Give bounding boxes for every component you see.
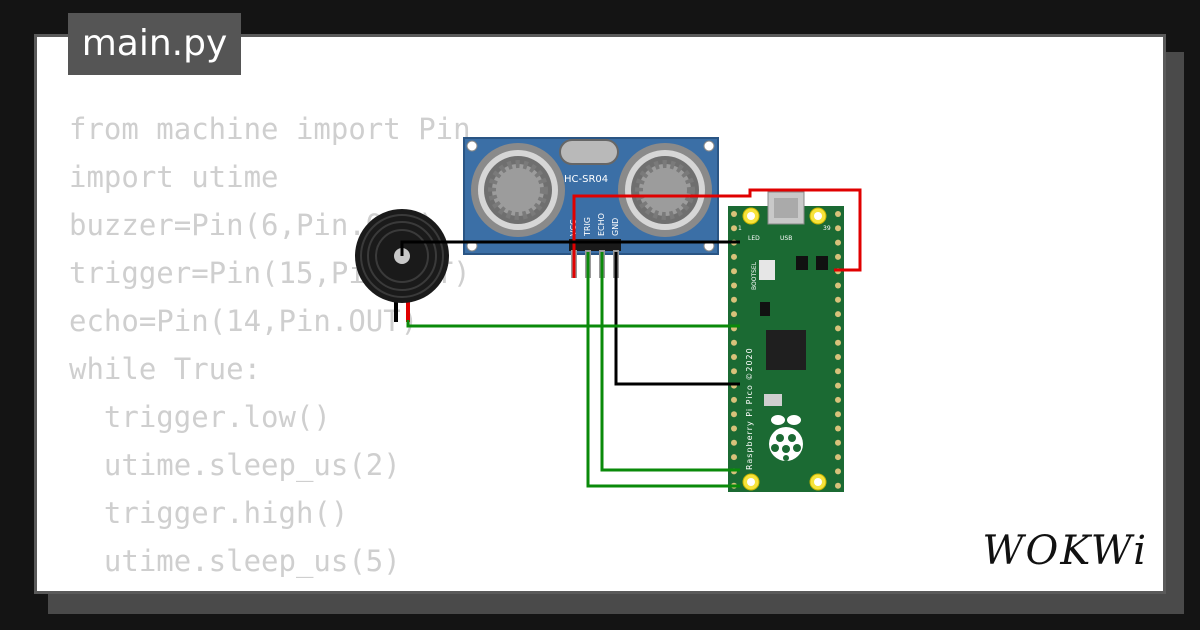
pico-pin-1-label: 1 [738, 225, 742, 232]
pico-pin [835, 439, 841, 446]
pico-pin [835, 311, 841, 318]
wire-echo-signal [600, 252, 740, 472]
sensor-transducer-right [618, 143, 712, 237]
code-line: trigger.low() [69, 400, 331, 434]
pico-pin [731, 211, 737, 217]
pico-pin [835, 382, 841, 389]
pico-pin [731, 339, 737, 346]
pico-pin [731, 454, 737, 461]
file-tab[interactable]: main.py [68, 13, 241, 75]
pico-pin [731, 225, 737, 232]
wire-trig-signal [586, 252, 740, 488]
wire-ground-buzzer [400, 240, 740, 256]
pico-pin [835, 354, 841, 360]
wire-power [572, 188, 862, 278]
pico-bootsel-label: BOOTSEL [751, 261, 758, 290]
pico-pin [731, 253, 737, 260]
raspberry-pi-pico[interactable]: LED USB 1 39 BOOTSEL Raspberry Pi Pico ©… [728, 191, 844, 492]
pico-pin [835, 225, 841, 232]
pico-pin [731, 411, 737, 418]
wire-ground-sensor [614, 252, 740, 386]
buzzer[interactable] [355, 209, 449, 322]
pico-pin [731, 439, 737, 446]
code-line: while True: [69, 352, 262, 386]
pico-pin [731, 311, 737, 318]
sensor-pin-gnd: GND [611, 218, 620, 236]
code-line: from machine import Pin [69, 112, 471, 146]
code-line: utime.sleep_us(2) [69, 448, 401, 482]
pico-pin [835, 425, 841, 432]
wires [400, 188, 862, 488]
pico-pin [731, 282, 737, 289]
pico-pin [835, 253, 841, 260]
sensor-pin-echo: ECHO [597, 213, 606, 236]
pico-pin-39-label: 39 [823, 225, 831, 232]
sensor-model-label: HC-SR04 [564, 174, 608, 185]
pico-pin [835, 368, 841, 375]
pico-pin [731, 296, 737, 303]
pico-usb-label: USB [780, 235, 792, 242]
pico-pin [835, 296, 841, 303]
pico-pin [835, 339, 841, 346]
pico-pin [835, 454, 841, 461]
ultrasonic-sensor[interactable]: HC-SR04 VCC TRIG ECHO GND [463, 137, 719, 278]
pico-pin [731, 396, 737, 403]
pico-pin [835, 211, 841, 217]
code-line: utime.sleep_us(5) [69, 544, 401, 578]
pico-led-label: LED [748, 235, 760, 242]
pico-pin [731, 368, 737, 375]
code-line: echo=Pin(14,Pin.OUT) [69, 304, 419, 338]
pico-pin [731, 354, 737, 360]
pico-pin [731, 425, 737, 432]
pico-pin [835, 411, 841, 418]
pico-pin [835, 396, 841, 403]
sensor-pin-trig: TRIG [583, 217, 592, 237]
wire-buzzer-signal [406, 320, 740, 328]
raspberry-pi-logo-icon [769, 415, 803, 461]
pico-pin [835, 239, 841, 246]
pico-pin [835, 468, 841, 475]
pico-pin-header-left [731, 211, 737, 489]
code-line: import utime [69, 160, 279, 194]
pico-pin-header-right [835, 211, 841, 489]
pico-pin [835, 482, 841, 489]
pico-pin [731, 268, 737, 275]
sensor-transducer-left [471, 143, 565, 237]
pico-pin [835, 282, 841, 289]
code-line: trigger.high() [69, 496, 349, 530]
wokwi-logo: WOKWi [982, 528, 1148, 574]
pico-pin [835, 325, 841, 332]
pico-board-text: Raspberry Pi Pico ©2020 [745, 347, 754, 470]
